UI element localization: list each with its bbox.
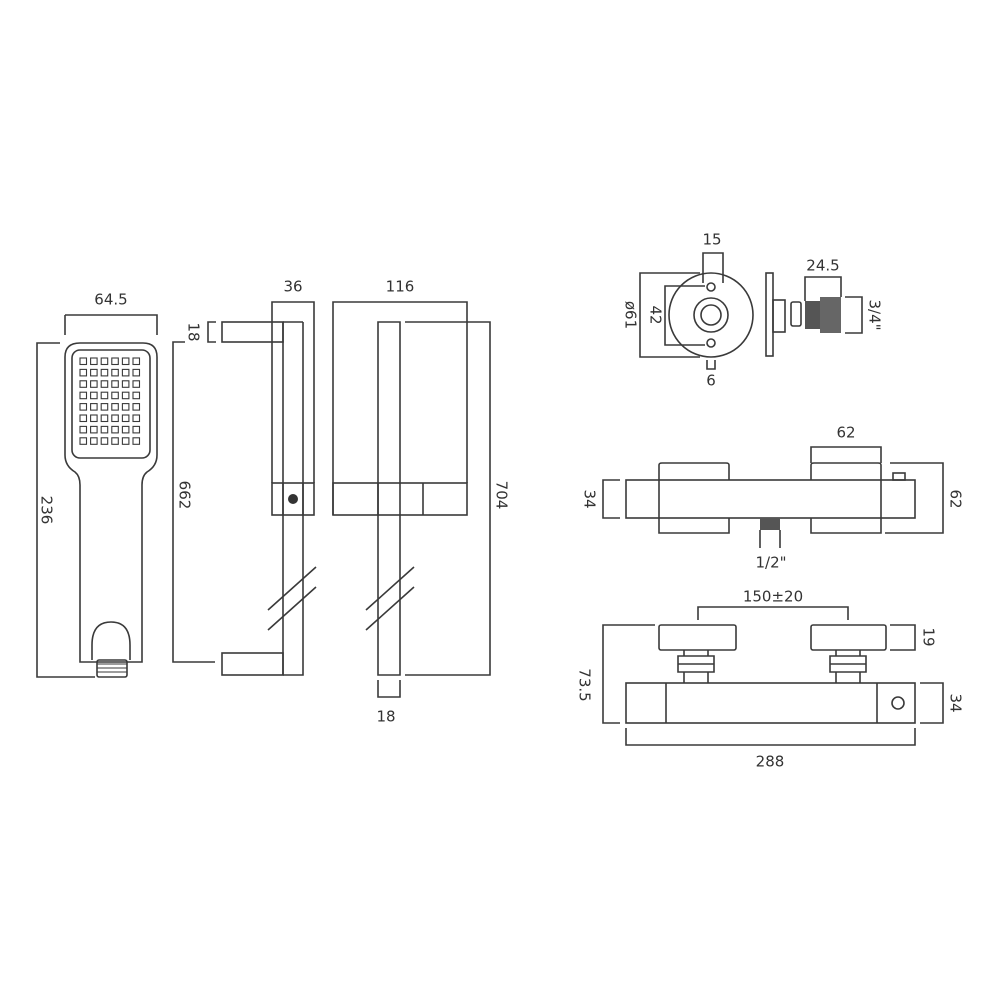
- elbow-thread-length-label: 24.5: [806, 257, 839, 275]
- nozzle: [132, 380, 141, 388]
- valve-body-depth-label: 34: [581, 489, 599, 508]
- nozzle: [79, 414, 88, 423]
- valve-top-view: 62 34 62 1/2": [581, 424, 965, 572]
- nozzle: [132, 368, 141, 377]
- nozzle: [121, 437, 130, 445]
- nozzle: [79, 425, 88, 434]
- nozzle: [90, 414, 98, 423]
- nozzle: [79, 368, 88, 377]
- nozzle: [132, 357, 141, 366]
- nozzle: [100, 380, 109, 388]
- nozzle: [79, 437, 88, 445]
- valve-body-height-label: 34: [947, 693, 965, 712]
- nozzle: [90, 391, 98, 400]
- elbow-hole-label: 6: [706, 372, 716, 390]
- handset-height-label: 236: [38, 496, 56, 525]
- wall-outlet-elbow: 15 ø61 42 6 24.5 3/4": [622, 231, 884, 390]
- elbow-centres-label: 42: [647, 305, 665, 324]
- nozzle: [100, 414, 109, 423]
- valve-handle-height-label: 19: [920, 627, 938, 646]
- nozzle: [121, 403, 130, 411]
- nozzle: [90, 357, 98, 366]
- nozzle: [111, 425, 119, 434]
- handset-view: 64.5 236: [36, 291, 158, 678]
- nozzle: [121, 368, 130, 377]
- nozzle: [111, 357, 119, 366]
- nozzle: [90, 403, 98, 411]
- nozzle: [100, 391, 109, 400]
- nozzle: [111, 414, 119, 423]
- nozzle: [121, 391, 130, 400]
- nozzle: [132, 391, 141, 400]
- nozzle: [79, 357, 88, 366]
- valve-front-view: 150±20 19 73.5 34 288: [576, 588, 965, 771]
- riser-rail-side-view: 36 18 662: [172, 278, 317, 676]
- nozzle: [121, 425, 130, 434]
- valve-handle-width-label: 62: [836, 424, 855, 442]
- nozzle: [111, 380, 119, 388]
- elbow-thread-label: 3/4": [866, 299, 884, 330]
- nozzle: [132, 437, 141, 445]
- nozzle: [132, 414, 141, 423]
- nozzle: [111, 391, 119, 400]
- nozzle: [79, 380, 88, 388]
- valve-length-label: 288: [756, 753, 785, 771]
- riser-depth-label: 36: [283, 278, 302, 296]
- valve-centres-label: 150±20: [743, 588, 803, 606]
- nozzle: [121, 414, 130, 423]
- valve-outlet-label: 1/2": [755, 554, 786, 572]
- rail-diameter-label: 18: [376, 708, 395, 726]
- nozzle: [132, 425, 141, 434]
- nozzle: [100, 368, 109, 377]
- nozzle: [90, 380, 98, 388]
- riser-side-length-label: 662: [176, 481, 194, 510]
- nozzle: [100, 403, 109, 411]
- nozzle: [111, 437, 119, 445]
- nozzle: [111, 403, 119, 411]
- nozzle: [79, 403, 88, 411]
- nozzle: [90, 437, 98, 445]
- valve-overall-depth-label: 62: [947, 489, 965, 508]
- nozzle: [100, 425, 109, 434]
- nozzle: [90, 425, 98, 434]
- valve-overall-height-label: 73.5: [576, 668, 594, 701]
- bracket-height-label: 18: [185, 322, 203, 341]
- spray-nozzle-grid: [79, 357, 141, 445]
- nozzle: [111, 368, 119, 377]
- riser-width-label: 116: [386, 278, 415, 296]
- nozzle: [100, 437, 109, 445]
- riser-rail-front-view: 116 704 18: [332, 278, 511, 726]
- riser-length-label: 704: [493, 481, 511, 510]
- handset-width-label: 64.5: [94, 291, 127, 309]
- elbow-diameter-label: ø61: [622, 301, 640, 329]
- nozzle: [121, 380, 130, 388]
- nozzle: [100, 357, 109, 366]
- nozzle: [79, 391, 88, 400]
- nozzle: [121, 357, 130, 366]
- elbow-top-dim-label: 15: [702, 231, 721, 249]
- nozzle: [90, 368, 98, 377]
- nozzle: [132, 403, 141, 411]
